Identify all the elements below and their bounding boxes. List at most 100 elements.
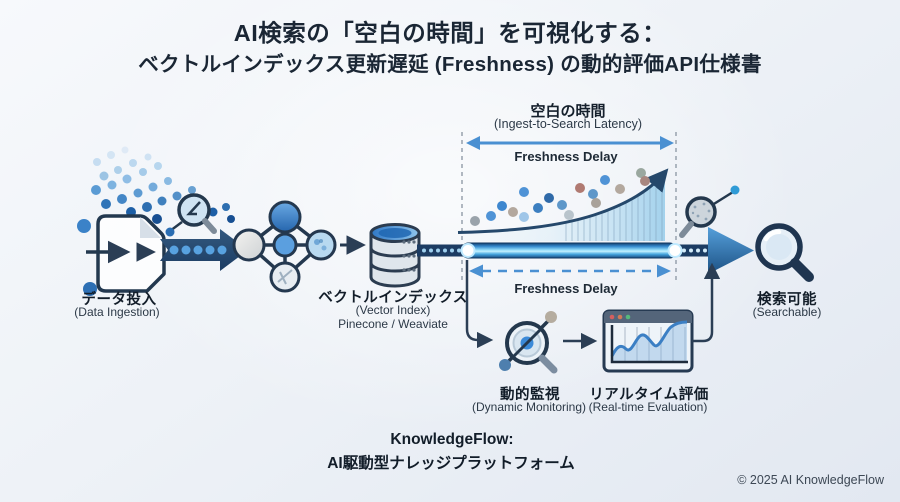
- dot: [99, 171, 109, 181]
- dot: [557, 200, 567, 210]
- dot: [152, 214, 162, 224]
- dot: [129, 159, 137, 167]
- node-label-searchable-jp: 検索可能: [757, 292, 817, 308]
- dot: [443, 248, 447, 253]
- dot: [222, 203, 230, 211]
- node-label-vector-index-jp: ベクトルインデックス: [318, 290, 468, 306]
- dot: [101, 199, 111, 209]
- dot: [181, 245, 191, 255]
- dot: [77, 219, 91, 233]
- magnifier-handle: [202, 218, 217, 234]
- dot: [422, 248, 426, 253]
- footer-brand-line1: KnowledgeFlow:: [390, 431, 514, 448]
- dot: [164, 177, 172, 185]
- dot: [227, 215, 235, 223]
- dot: [91, 185, 101, 195]
- freshness-dashed-arrow: [469, 264, 671, 278]
- search-magnifier-icon: [755, 223, 814, 282]
- magnifier-handle: [679, 221, 694, 238]
- node-label-vector-index-sub: Pinecone / Weaviate: [338, 317, 448, 331]
- latency-double-arrow: [466, 136, 674, 150]
- document-fold: [140, 217, 161, 238]
- dot: [93, 158, 101, 166]
- dot: [497, 201, 507, 211]
- copyright-notice: © 2025 AI KnowledgeFlow: [737, 473, 884, 487]
- eval-to-timeline-arrow: [692, 262, 721, 343]
- node-label-evaluation-en: (Real-time Evaluation): [588, 400, 708, 414]
- dot: [117, 194, 127, 204]
- flow-arrow-dots: [169, 245, 227, 255]
- dot: [486, 211, 496, 221]
- node-label-ingestion-jp: データ投入: [81, 292, 157, 308]
- dot: [682, 248, 686, 253]
- dot: [144, 153, 152, 161]
- magnifier-handle: [538, 354, 558, 374]
- index-check-magnifier-icon: [679, 185, 740, 238]
- latency-label-en: (Ingest-to-Search Latency): [494, 117, 642, 131]
- latency-end-dot: [667, 243, 683, 258]
- dot: [114, 166, 122, 174]
- dot: [169, 245, 179, 255]
- vector-db-icon: [369, 223, 421, 288]
- dot: [217, 245, 227, 255]
- freshness-delay-chart: [457, 168, 669, 241]
- page-title-line1: AI検索の「空白の時間」を可視化する：: [233, 20, 667, 46]
- dot: [519, 187, 529, 197]
- dot: [640, 176, 650, 186]
- timeline-bar: [417, 227, 754, 274]
- timeline-pre-dots: [422, 248, 461, 253]
- dot: [193, 245, 203, 255]
- dot: [83, 282, 97, 296]
- dot: [139, 168, 147, 176]
- dot: [107, 151, 115, 159]
- node-label-searchable-en: (Searchable): [752, 305, 822, 319]
- dot: [133, 188, 143, 198]
- dot: [436, 248, 440, 253]
- ingest-data-stream-dots: [91, 146, 235, 224]
- dot: [457, 248, 461, 253]
- delay-scatter-dots: [470, 168, 650, 226]
- dot: [575, 183, 585, 193]
- delay-curve: [457, 168, 669, 234]
- eval-chart-line: [610, 320, 688, 357]
- magnifier-handle: [790, 258, 814, 282]
- dot: [121, 146, 129, 154]
- page-title-line2: ベクトルインデックス更新遅延 (Freshness) の動的評価API仕様書: [138, 53, 762, 76]
- realtime-evaluation-window-icon: [602, 309, 694, 373]
- ingest-flow-arrow: [160, 229, 248, 271]
- dot: [107, 180, 117, 190]
- dot: [533, 203, 543, 213]
- dot: [157, 196, 167, 206]
- latency-label-jp: 空白の時間: [530, 103, 606, 120]
- latency-start-dot: [460, 243, 476, 258]
- dot: [470, 216, 480, 226]
- dot: [696, 248, 700, 253]
- dot: [172, 191, 182, 201]
- node-label-monitoring-jp: 動的監視: [500, 387, 560, 403]
- delay-area-fill: [458, 174, 665, 241]
- node-label-monitoring-en: (Dynamic Monitoring): [471, 400, 587, 414]
- dot: [450, 248, 454, 253]
- node-label-vector-index-en: (Vector Index): [355, 303, 431, 317]
- dot: [519, 212, 529, 222]
- dot: [588, 189, 598, 199]
- freshness-delay-bottom-label: Freshness Delay: [514, 281, 618, 296]
- timeline-post-dots: [682, 248, 707, 253]
- dot: [544, 193, 554, 203]
- node-label-evaluation-jp: リアルタイム評価: [589, 387, 709, 403]
- dot: [508, 207, 518, 217]
- dot: [205, 245, 215, 255]
- data-ingestion-document-icon: [77, 214, 166, 296]
- dynamic-monitoring-icon: [499, 311, 558, 374]
- freshness-delay-top-label: Freshness Delay: [514, 149, 618, 164]
- dot: [142, 202, 152, 212]
- dot: [703, 248, 707, 253]
- dot: [689, 248, 693, 253]
- timeline-to-monitor-arrow: [465, 260, 494, 349]
- dot: [636, 168, 646, 178]
- dot: [122, 174, 132, 184]
- dot: [564, 210, 574, 220]
- dot: [591, 198, 601, 208]
